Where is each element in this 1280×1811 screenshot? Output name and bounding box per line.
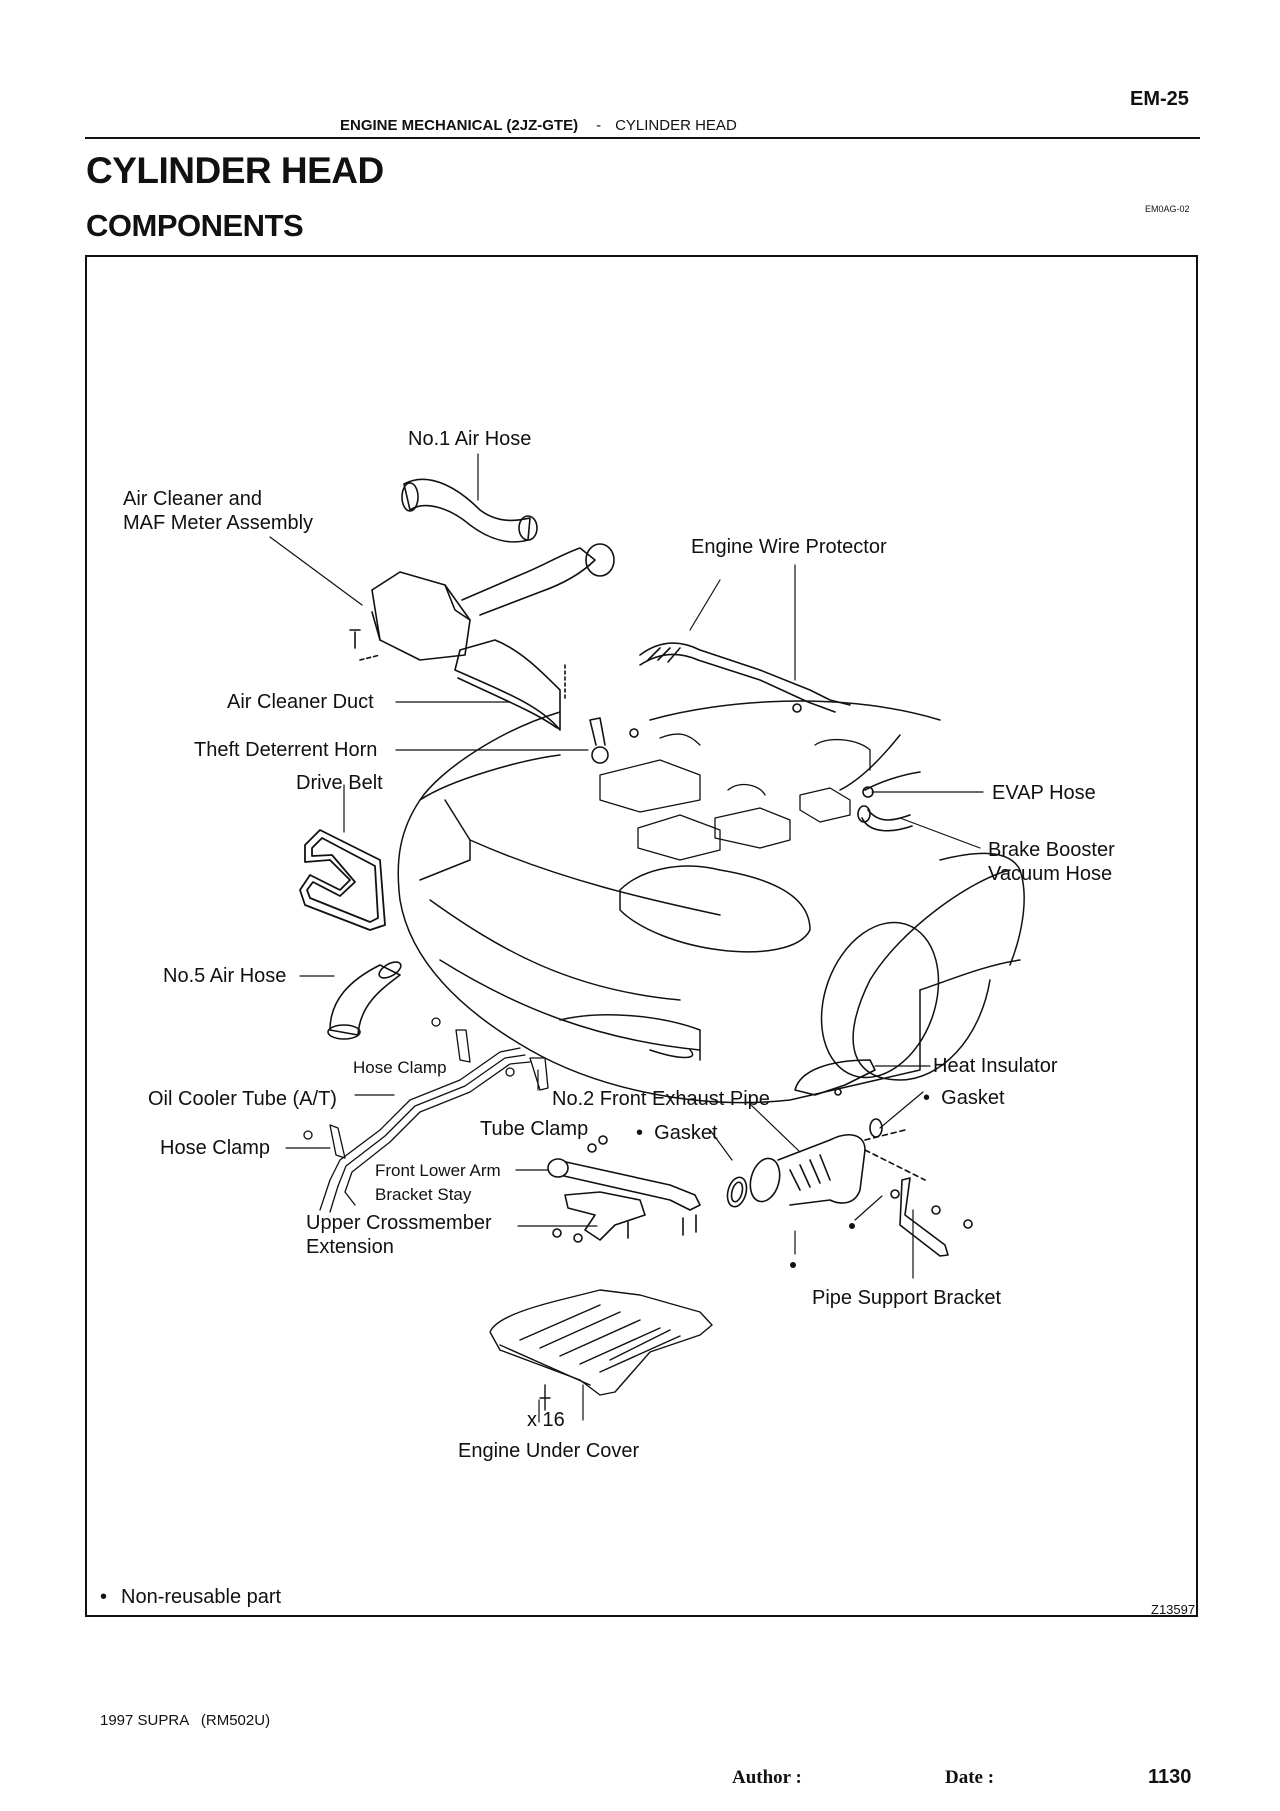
- engine-bay: [599, 733, 871, 861]
- footer-date-label: Date :: [945, 1767, 995, 1788]
- upper-crossmember-part: [552, 1191, 646, 1243]
- legend-text: Non-reusable part: [121, 1586, 282, 1608]
- no1-air-hose-part: [401, 478, 538, 543]
- label-front-lower-arm-line1: Front Lower Arm: [375, 1161, 501, 1180]
- label-bolt-count: x 16: [527, 1409, 565, 1431]
- leader-lines: [269, 453, 984, 1423]
- engine-under-cover-part: [489, 1289, 713, 1411]
- label-oil-cooler-tube: Oil Cooler Tube (A/T): [148, 1088, 337, 1110]
- label-air-cleaner-duct: Air Cleaner Duct: [227, 691, 374, 713]
- no2-front-exhaust-pipe-part: [749, 1134, 866, 1206]
- label-heat-insulator: Heat Insulator: [933, 1055, 1058, 1077]
- header-rule: [85, 137, 1200, 139]
- label-drive-belt: Drive Belt: [296, 772, 383, 794]
- non-reusable-dots: [790, 1223, 855, 1268]
- section-separator: -: [596, 117, 602, 134]
- label-hose-clamp-upper: Hose Clamp: [353, 1058, 447, 1077]
- label-no5-air-hose: No.5 Air Hose: [163, 965, 287, 987]
- label-engine-under-cover: Engine Under Cover: [458, 1440, 640, 1462]
- oil-cooler-tube-part: [319, 1047, 531, 1213]
- footer-model: 1997 SUPRA (RM502U): [100, 1712, 271, 1729]
- air-cleaner-part: [349, 543, 615, 661]
- theft-horn-part: [589, 717, 639, 764]
- no5-air-hose-part: [327, 961, 402, 1040]
- page-subtitle: COMPONENTS: [86, 208, 304, 243]
- brake-booster-hose-part: [857, 805, 913, 832]
- label-engine-wire-protector: Engine Wire Protector: [691, 536, 887, 558]
- label-tube-clamp: Tube Clamp: [480, 1118, 589, 1140]
- label-brake-booster-line1: Brake Booster: [988, 839, 1115, 861]
- figure-id: Z13597: [1151, 1602, 1196, 1617]
- label-brake-booster-line2: Vacuum Hose: [988, 863, 1113, 885]
- label-gasket-right: • Gasket: [923, 1086, 1005, 1110]
- bullet-icon: •: [100, 1586, 108, 1608]
- label-hose-clamp-lower: Hose Clamp: [160, 1137, 271, 1159]
- label-upper-crossmember-line2: Extension: [306, 1236, 394, 1258]
- label-theft-deterrent-horn: Theft Deterrent Horn: [194, 739, 378, 761]
- label-front-lower-arm-line2: Bracket Stay: [375, 1185, 472, 1204]
- label-pipe-support-bracket: Pipe Support Bracket: [812, 1287, 1001, 1309]
- legend-non-reusable: • Non-reusable part: [100, 1586, 281, 1609]
- drive-belt-part: [299, 829, 386, 931]
- label-no2-front-exhaust-pipe: No.2 Front Exhaust Pipe: [552, 1088, 770, 1110]
- non-reusable-bullet: •: [636, 1122, 644, 1144]
- label-gasket-middle: • Gasket: [636, 1121, 718, 1145]
- section-header: ENGINE MECHANICAL (2JZ-GTE)-CYLINDER HEA…: [340, 117, 737, 134]
- footer-page-number: 1130: [1148, 1766, 1192, 1788]
- car-body: [397, 700, 1025, 1104]
- non-reusable-bullet: •: [923, 1087, 931, 1109]
- label-upper-crossmember-line1: Upper Crossmember: [306, 1212, 492, 1234]
- engine-wire-protector-part: [639, 642, 851, 713]
- air-cleaner-duct-part: [454, 639, 566, 731]
- page-title: CYLINDER HEAD: [86, 150, 384, 191]
- section-name: ENGINE MECHANICAL (2JZ-GTE): [340, 117, 579, 134]
- label-air-cleaner-line2: MAF Meter Assembly: [123, 512, 314, 534]
- diagram-frame: [85, 255, 1198, 1617]
- document-id: EM0AG-02: [1145, 204, 1190, 214]
- heat-insulator-part: [794, 1059, 876, 1096]
- gasket-middle-text: Gasket: [654, 1122, 718, 1144]
- section-topic: CYLINDER HEAD: [615, 117, 737, 134]
- footer-author-label: Author :: [732, 1767, 802, 1788]
- label-evap-hose: EVAP Hose: [992, 782, 1096, 804]
- hose-clamp-parts: [303, 1017, 549, 1159]
- pipe-support-bracket-part: [864, 1129, 973, 1257]
- gasket-right-text: Gasket: [941, 1087, 1005, 1109]
- label-air-cleaner-line1: Air Cleaner and: [123, 488, 262, 510]
- page-code: EM-25: [1130, 88, 1189, 110]
- label-no1-air-hose: No.1 Air Hose: [408, 428, 532, 450]
- front-lower-arm-bracket-stay-part: [547, 1135, 701, 1236]
- evap-hose-part: [862, 771, 921, 798]
